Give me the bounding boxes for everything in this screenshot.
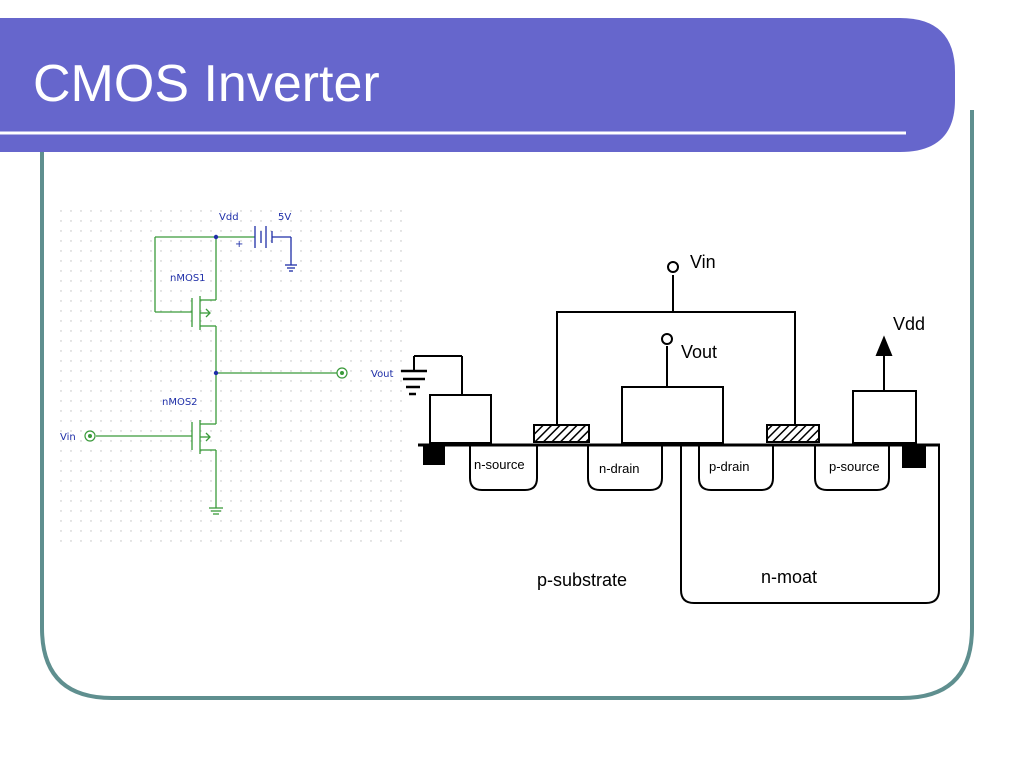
p-source-region: [814, 445, 890, 491]
vdd-node: [213, 234, 219, 240]
battery-symbol: [254, 226, 297, 272]
vout-terminal: [336, 367, 348, 379]
n-moat-well: [680, 445, 940, 604]
n-drain-label: n-drain: [599, 461, 639, 476]
p-drain-label: p-drain: [709, 459, 749, 474]
cs-vdd-label: Vdd: [893, 314, 925, 334]
title-band: [0, 18, 955, 152]
cs-vout-label: Vout: [681, 342, 717, 362]
n-drain-region: [587, 445, 663, 491]
pmos-gate: [766, 424, 820, 443]
cross-section-labels: Vin Vout Vdd n-source n-drain p-drain p-…: [474, 252, 925, 590]
schematic-diagram: Vdd 5V + nMOS1 nMOS2 Vout Vin: [58, 202, 408, 542]
n-moat-label: n-moat: [761, 567, 817, 587]
content-frame: [40, 110, 974, 700]
well-contact: [902, 444, 926, 468]
vout-terminal-cs: [661, 333, 673, 345]
slide-title: CMOS Inverter: [33, 55, 380, 113]
schematic-voltage-label: 5V: [278, 212, 291, 223]
output-contact: [621, 386, 724, 444]
schematic-grid: [58, 202, 408, 542]
schematic-nmos2-label: nMOS2: [162, 397, 198, 408]
nmos-gate: [533, 424, 590, 443]
substrate-contact: [423, 444, 445, 465]
n-source-label: n-source: [474, 457, 525, 472]
p-drain-region: [698, 445, 774, 491]
cross-section-diagram: [401, 261, 940, 604]
p-source-label: p-source: [829, 459, 880, 474]
schematic-vin-label: Vin: [60, 432, 76, 443]
schematic-plus-label: +: [235, 239, 243, 250]
vin-terminal-cs: [667, 261, 679, 273]
schematic-vout-label: Vout: [371, 369, 394, 380]
n-source-region: [469, 445, 538, 491]
cs-vin-label: Vin: [690, 252, 716, 272]
ground-symbol: [209, 507, 223, 515]
vout-node: [213, 370, 219, 376]
schematic-nmos1-label: nMOS1: [170, 273, 206, 284]
vin-terminal: [84, 430, 96, 442]
source-contact: [429, 394, 492, 444]
schematic-vdd-label: Vdd: [219, 212, 239, 223]
vdd-arrow: [875, 335, 893, 356]
vdd-contact: [852, 390, 917, 444]
p-substrate-label: p-substrate: [537, 570, 627, 590]
